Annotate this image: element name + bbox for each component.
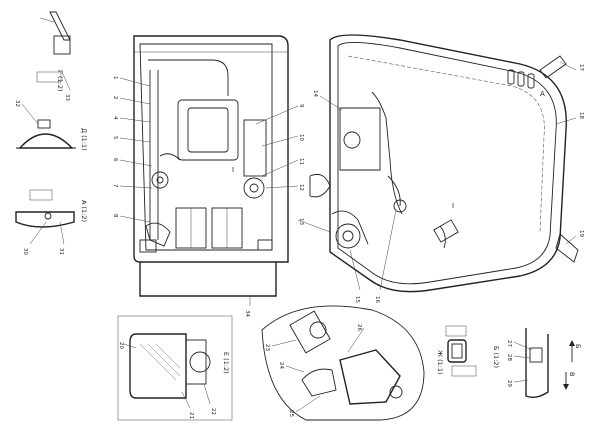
callout-19: 19 [578, 230, 584, 237]
view-label-d: Д (1:1) [80, 128, 88, 151]
main-assembly-left: I [133, 35, 289, 297]
view-label-e: Е (1:2) [222, 352, 230, 374]
detail-view-e: 20 21 22 Е (1:2) [117, 315, 233, 421]
view-label-b: Б (1:2) [492, 346, 500, 368]
callout-2: 2 [112, 96, 118, 100]
section-marker-i-1: I [232, 166, 234, 174]
callout-31: 31 [58, 248, 64, 255]
callout-8: 8 [112, 214, 118, 218]
arrow-marker-a: А [540, 90, 545, 98]
callout-21: 21 [188, 412, 194, 419]
callout-5: 5 [112, 136, 118, 140]
detail-view-g: Г (1:2) [36, 11, 71, 92]
callout-4: 4 [112, 116, 118, 120]
callout-7: 7 [112, 184, 118, 188]
callout-17: 17 [578, 64, 584, 71]
callout-27: 27 [506, 340, 512, 347]
callout-28: 28 [506, 354, 512, 361]
arrow-marker-v: В [568, 372, 576, 376]
callout-23: 23 [264, 344, 270, 351]
callout-1: 1 [112, 76, 118, 80]
arrow-marker-b: Б [574, 344, 582, 348]
callout-11: 11 [298, 158, 304, 165]
detail-view-d: Д (1:1) [16, 119, 88, 151]
callout-6: 6 [112, 158, 118, 162]
callout-33: 33 [64, 94, 70, 101]
callout-16: 16 [374, 296, 380, 303]
view-label-g: Г (1:2) [56, 70, 64, 92]
detail-view-b: 27 28 29 Б (1:2) Б В [492, 328, 582, 399]
callout-22: 22 [210, 408, 216, 415]
callout-20: 20 [118, 342, 124, 349]
detail-view-circle: 23 24 25 26 [261, 305, 425, 421]
callout-10: 10 [298, 134, 304, 141]
callout-25: 25 [288, 410, 294, 417]
callout-29: 29 [506, 380, 512, 387]
callout-numbers: 1 2 4 5 6 7 8 9 10 11 12 13 14 15 16 17 … [112, 64, 584, 303]
callout-13: 13 [298, 218, 304, 225]
callout-26: 26 [356, 324, 362, 331]
view-label-zh: Ж (1:1) [436, 350, 444, 375]
leader-lines [119, 61, 577, 291]
callout-14: 14 [312, 90, 318, 97]
callout-30: 30 [22, 248, 28, 255]
callout-24: 24 [278, 362, 284, 369]
view-label-a: А (1:2) [80, 200, 88, 222]
callout-34: 34 [244, 310, 250, 317]
callout-32: 32 [14, 100, 20, 107]
callout-numbers-extra: 30 31 32 33 34 [14, 71, 251, 317]
detail-view-zh: Ж (1:1) [436, 325, 477, 377]
detail-view-a: А (1:2) [15, 189, 88, 228]
main-assembly-right: I А [309, 34, 579, 293]
callout-18: 18 [578, 112, 584, 119]
section-marker-i-2: I [452, 202, 454, 210]
callout-9: 9 [298, 104, 304, 108]
callout-12: 12 [298, 184, 304, 191]
callout-15: 15 [354, 296, 360, 303]
